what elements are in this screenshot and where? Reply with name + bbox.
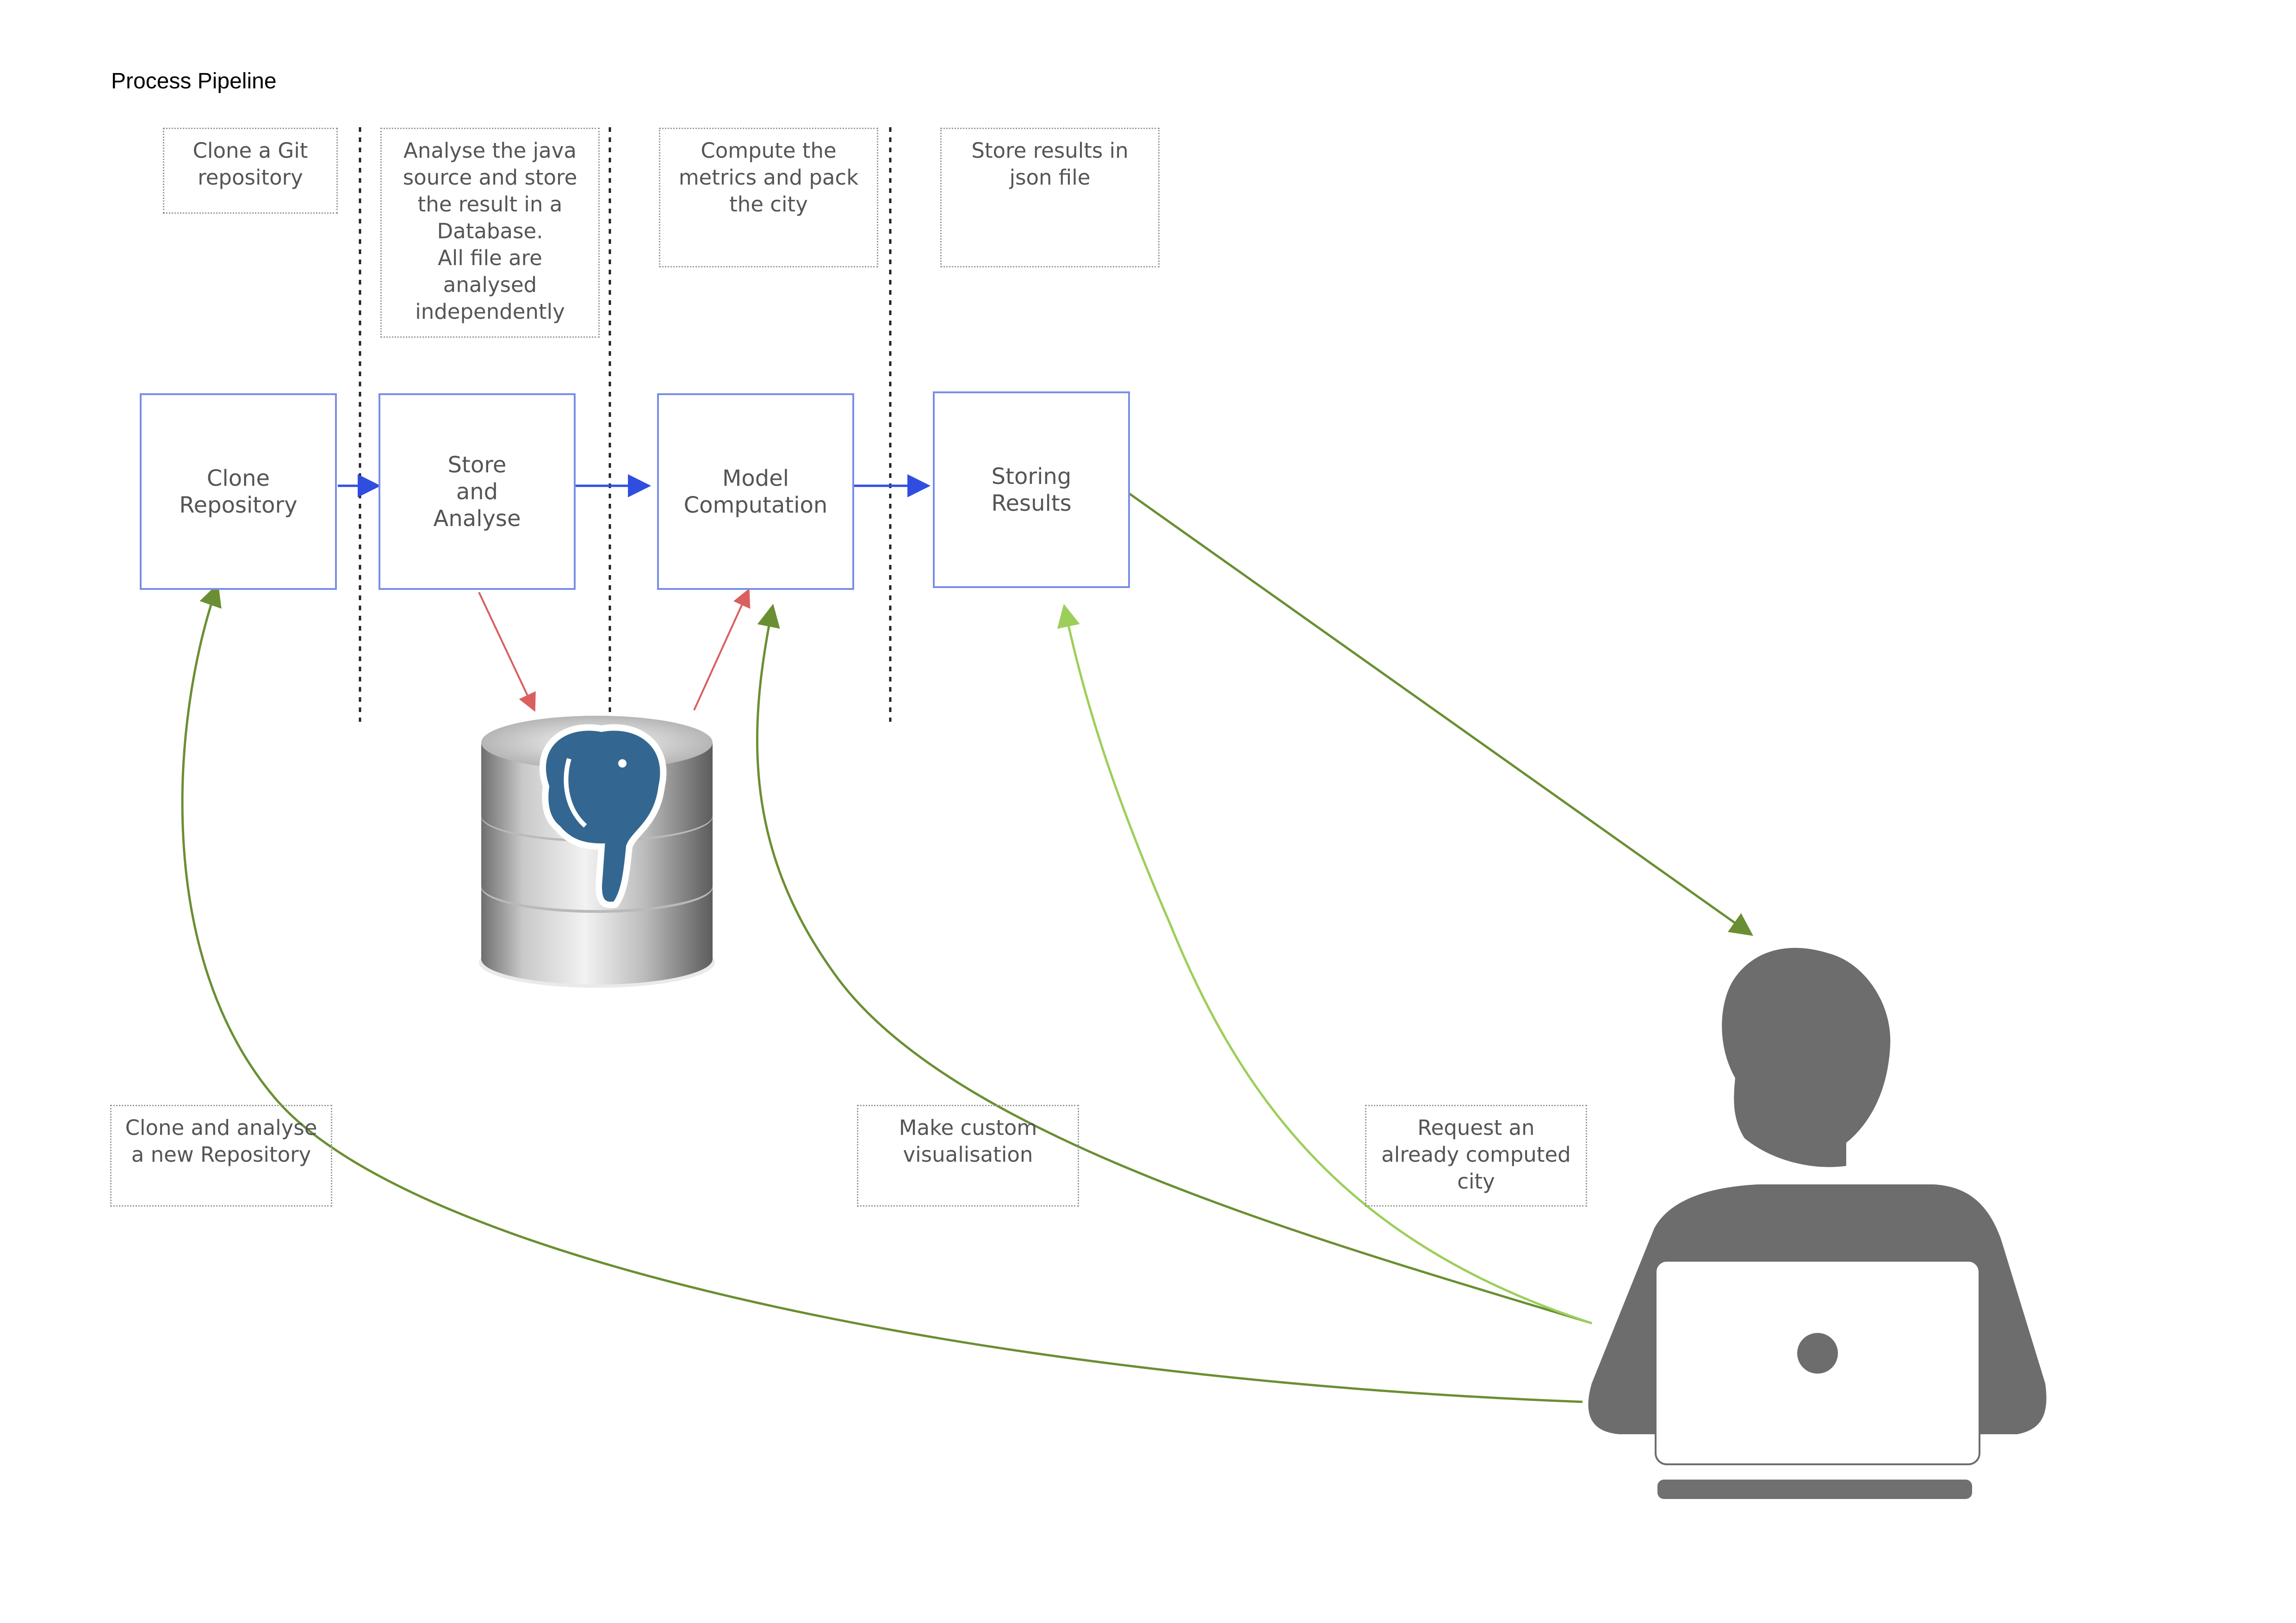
postgresql-database-icon [479,716,715,988]
note-clone-git: Clone a Git repository [163,128,338,214]
note-clone-new-repo: Clone and analyse a new Repository [110,1105,332,1207]
note-request-city: Request an already computed city [1365,1105,1587,1207]
arrow-store-to-database [478,592,536,712]
step-store-and-analyse: Store and Analyse [379,393,576,590]
arrow-user-to-model [756,604,1592,1325]
step-clone-repository: Clone Repository [140,393,337,590]
user-arrows [181,491,1754,1403]
note-analyse-java: Analyse the java source and store the re… [380,128,600,338]
note-compute-metrics: Compute the metrics and pack the city [659,128,878,267]
arrow-storing-to-user [1127,491,1754,936]
arrow-database-to-model [693,588,751,711]
lane-separators [359,127,892,722]
page-title: Process Pipeline [111,69,277,93]
user-head [1722,948,1891,1167]
arrow-user-to-storing [1057,604,1592,1325]
step-model-computation: Model Computation [657,393,854,590]
laptop-logo [1797,1333,1838,1374]
step-storing-results: Storing Results [933,391,1130,588]
laptop-base [1657,1480,1972,1499]
user-with-laptop-icon [1588,948,2047,1499]
elephant-logo [539,724,667,909]
note-store-results: Store results in json file [940,128,1160,267]
arrow-user-to-clone [181,583,1583,1403]
note-custom-visualisation: Make custom visualisation [857,1105,1079,1207]
database-arrows [478,588,751,712]
